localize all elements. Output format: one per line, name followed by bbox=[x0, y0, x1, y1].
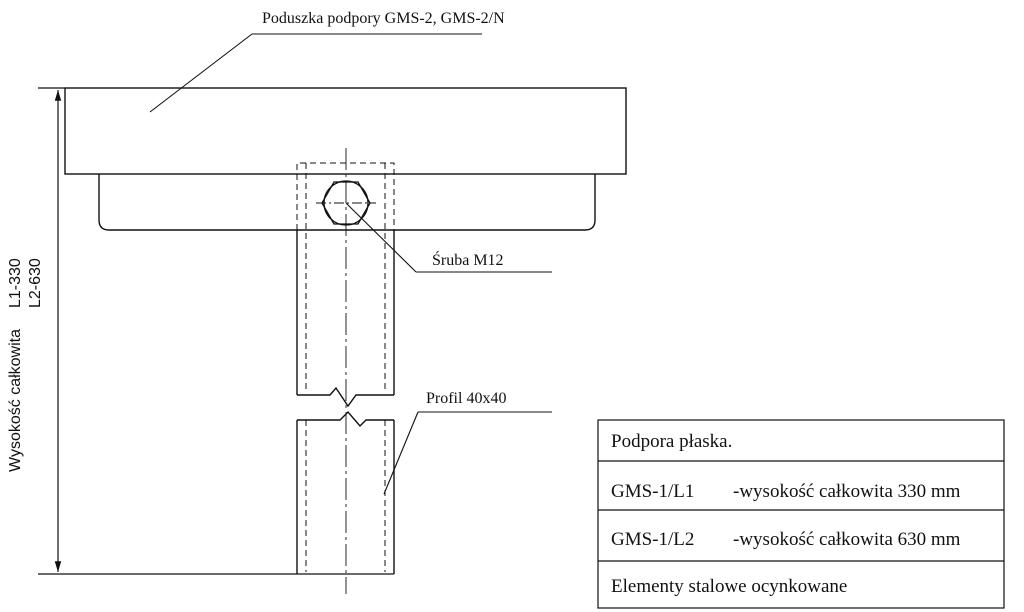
spec-table-footer: Elementy stalowe ocynkowane bbox=[611, 576, 847, 597]
spec-table-title: Podpora płaska. bbox=[611, 431, 732, 452]
spec-row-code: GMS-1/L1 bbox=[611, 481, 694, 502]
bolt-head bbox=[316, 180, 376, 226]
profile-upper bbox=[296, 230, 395, 408]
dimension-title: Wysokość całkowita bbox=[7, 329, 24, 472]
spec-row-desc: -wysokość całkowita 630 mm bbox=[733, 529, 961, 550]
dimension-l2: L2-630 bbox=[27, 258, 44, 308]
spec-table bbox=[597, 419, 1005, 609]
profile-label: Profil 40x40 bbox=[426, 390, 506, 407]
pad-base bbox=[98, 174, 596, 231]
spec-row-code: GMS-1/L2 bbox=[611, 529, 694, 550]
bolt-label: Śruba M12 bbox=[432, 250, 504, 269]
spec-row-desc: -wysokość całkowita 330 mm bbox=[733, 481, 961, 502]
pad-plate bbox=[64, 87, 627, 175]
profile-leader bbox=[383, 411, 552, 495]
dimension-l1: L1-330 bbox=[7, 258, 24, 308]
profile-lower bbox=[296, 410, 395, 574]
pad-label: Poduszka podpory GMS-2, GMS-2/N bbox=[262, 10, 505, 27]
pad-leader bbox=[149, 33, 482, 113]
hidden-profile-outline bbox=[296, 162, 395, 572]
bolt-leader bbox=[345, 202, 552, 273]
